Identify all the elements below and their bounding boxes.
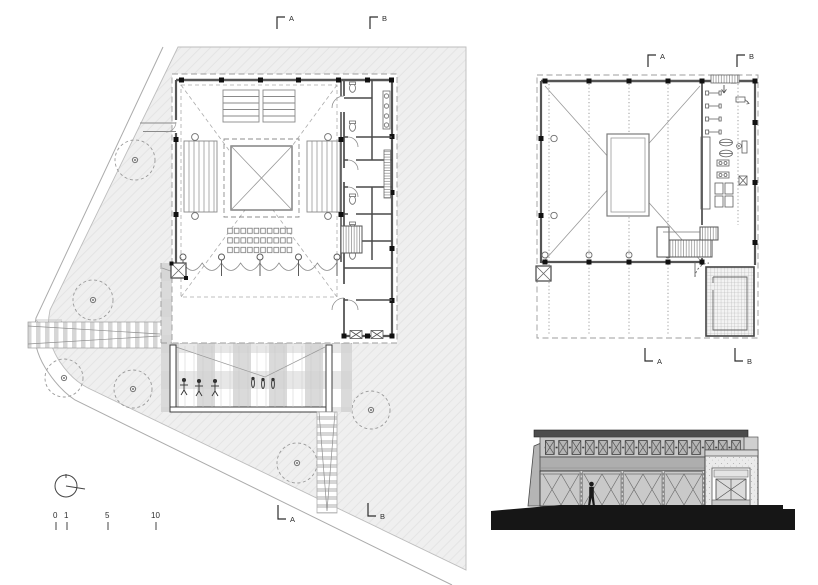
section-a-bottom-label: A: [290, 515, 295, 524]
scale-bar: 0 1 5 10: [53, 511, 160, 530]
chair-rows: [227, 226, 293, 255]
elevation-ground: [491, 505, 795, 530]
gym-equipment: [700, 90, 750, 210]
upper-corner-pier: [535, 265, 552, 282]
elevation-roof-slab: [533, 429, 749, 438]
crosswalk-ramp-west: [27, 321, 164, 349]
skylight-upper-inner: [610, 137, 646, 213]
scale-label-5: 5: [105, 511, 110, 520]
skylight-dashed: [223, 138, 300, 218]
upper-section-a-bottom-label: A: [657, 357, 662, 366]
section-markers-upper-plan: [644, 54, 745, 362]
column-circles-upper: [541, 134, 672, 259]
elevation-doors: [539, 470, 706, 507]
elevation-masonry-block: [704, 449, 759, 507]
scale-label-1: 1: [64, 511, 69, 520]
central-platform-x: [230, 145, 293, 211]
north-arrow: [54, 474, 86, 498]
sink-row: [382, 90, 391, 130]
bleacher-columns: [191, 133, 332, 220]
site-ground-floor-plan: A B A B: [27, 14, 467, 585]
scale-label-0: 0: [53, 511, 58, 520]
section-markers-ground-plan: [276, 16, 378, 520]
forecourt-v-line: [175, 346, 326, 378]
rooftop-unit: [710, 74, 740, 94]
upper-floor-plan: A B A B: [535, 52, 759, 366]
west-entrance: [140, 121, 177, 133]
section-b-bottom-label: B: [380, 512, 385, 521]
hall-dashed-diagonals: [180, 84, 338, 298]
bleacher-west: [183, 140, 218, 213]
corner-pier-sw: [169, 261, 188, 280]
section-b-top-label: B: [382, 14, 387, 23]
upper-roof-dashed: [536, 74, 759, 339]
elevation-figure: [588, 481, 595, 506]
bench-strip: [383, 149, 391, 199]
room-windows-south: [349, 330, 384, 339]
upper-section-b-bottom-label: B: [747, 357, 752, 366]
terrace-door: [694, 262, 710, 278]
bleacher-east: [306, 140, 341, 213]
forecourt-joints: [184, 346, 321, 407]
elevation-mullions: [579, 471, 706, 506]
elevation-left-pier: [527, 442, 542, 507]
table-blocks: [222, 89, 296, 123]
stair-ground: [340, 225, 363, 254]
wing-doors: [331, 95, 359, 311]
forecourt-people: [180, 376, 275, 397]
upper-section-b-top-label: B: [749, 52, 754, 61]
path-strip-south: [316, 411, 338, 514]
skylight-upper: [606, 133, 650, 217]
stair-upper: [656, 226, 719, 258]
section-a-top-label: A: [289, 14, 294, 23]
upper-section-a-top-label: A: [660, 52, 665, 61]
terrace: [705, 266, 755, 337]
front-elevation: [491, 429, 795, 530]
scale-label-10: 10: [151, 511, 160, 520]
elevation-clerestory: [539, 436, 745, 458]
